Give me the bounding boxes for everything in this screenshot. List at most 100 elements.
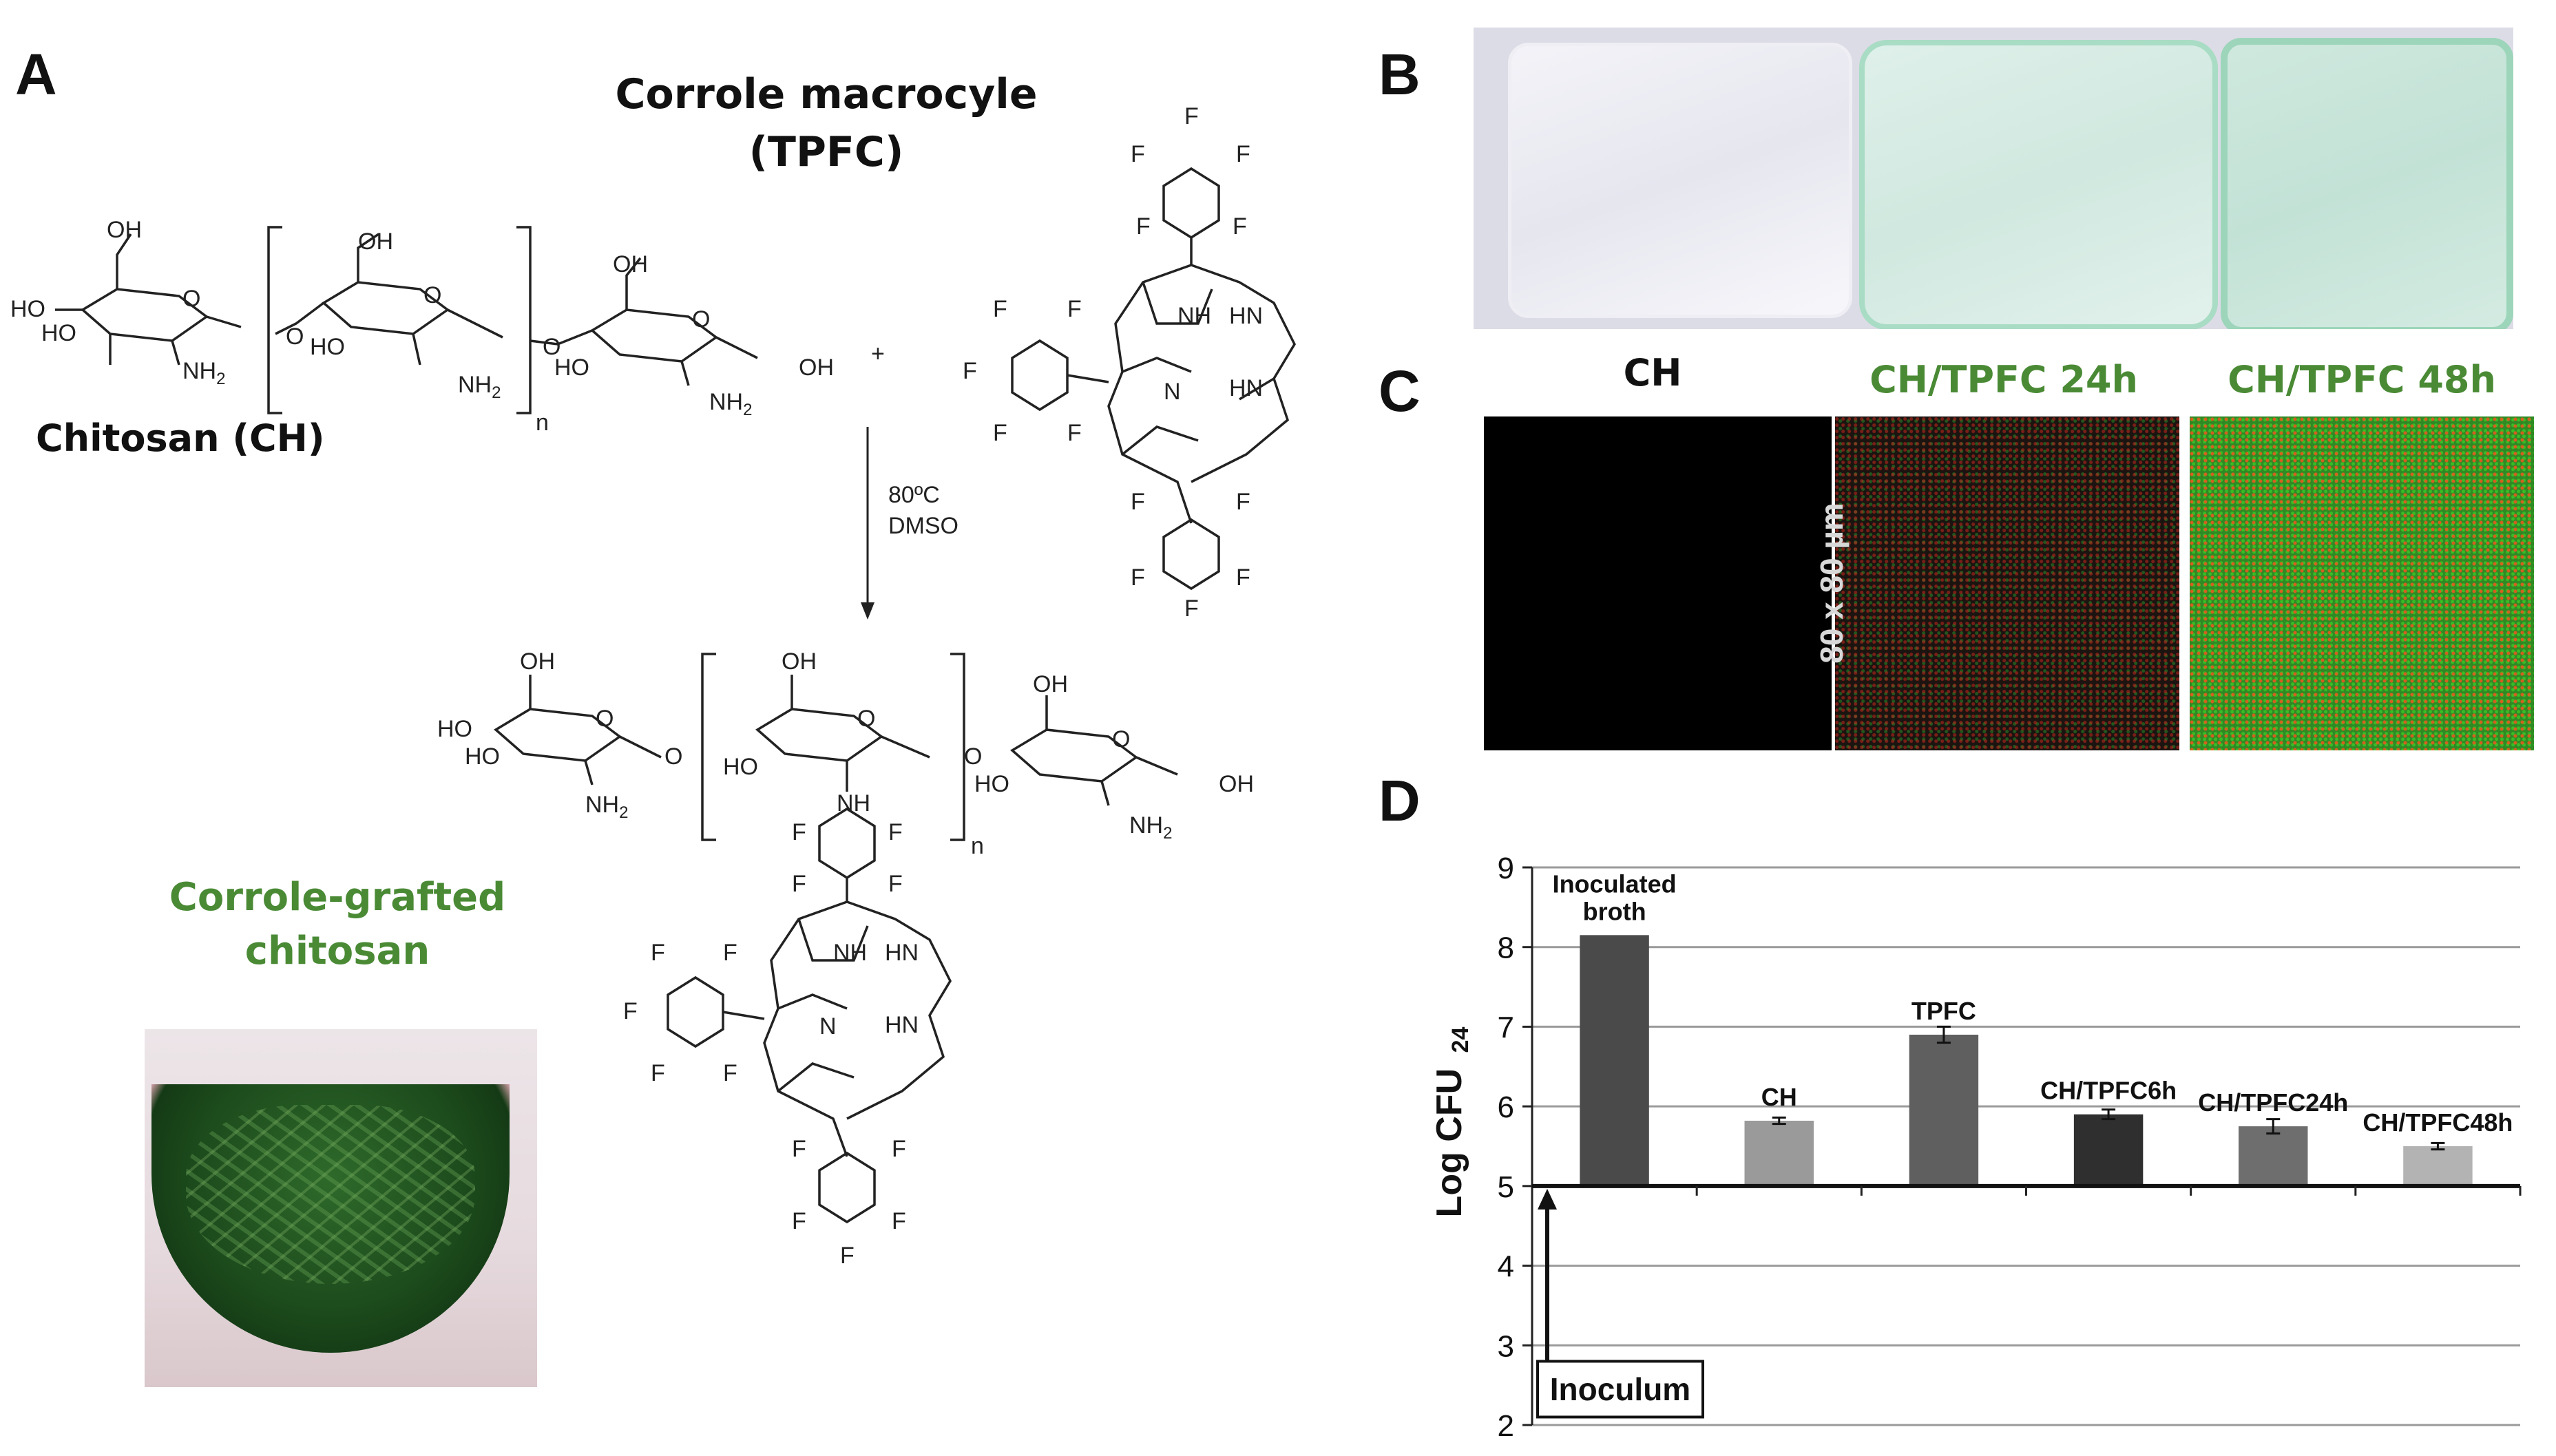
film-ch-tpfc-24h <box>1859 40 2218 329</box>
bar-0 <box>1580 935 1649 1186</box>
prod-f-11: F <box>892 1136 906 1162</box>
f-atom-15: F <box>1184 595 1199 620</box>
atom-o-4: O <box>543 334 561 360</box>
bar-label-2: TPFC <box>1911 997 1976 1025</box>
product-title-line2: chitosan <box>244 929 430 974</box>
hn-atom-1: HN <box>1229 303 1263 329</box>
f-atom-9: F <box>993 420 1007 446</box>
prod-f-10: F <box>792 1136 806 1162</box>
atom-oh-2: OH <box>358 229 393 255</box>
prod-nh2-1: NH2 <box>585 792 628 822</box>
reaction-solvent: DMSO <box>888 513 958 539</box>
panel-c-header-24h: CH/TPFC 24h <box>1869 358 2138 401</box>
reaction-temperature: 80ºC <box>888 482 940 508</box>
prod-oh-2: OH <box>782 648 817 675</box>
product-title: Corrole-grafted chitosan <box>138 871 537 979</box>
prod-oh-4: OH <box>1219 771 1254 797</box>
atom-o-2: O <box>286 324 304 350</box>
product-structure: OH HO HO O NH2 O OH O HO NH n O OH HO O … <box>437 648 1254 1269</box>
prod-ho-1: HO <box>437 716 472 742</box>
bar-2 <box>1909 1035 1979 1186</box>
inoculum-box <box>1536 1360 1704 1419</box>
y-tick-label-9: 9 <box>1498 852 1514 885</box>
f-atom-4: F <box>1136 213 1151 240</box>
panel-c-header-48h: CH/TPFC 48h <box>2228 358 2496 401</box>
bar-label-4: CH/TPFC24h <box>2198 1088 2348 1117</box>
f-atom-6: F <box>993 296 1007 322</box>
inoculum-annotation: Inoculum <box>1536 1188 1704 1419</box>
scale-bar-label: 80 x 80 µm <box>1814 503 1850 664</box>
prod-f-1: F <box>792 819 806 845</box>
y-tick-label-7: 7 <box>1498 1011 1514 1044</box>
micrograph-ch <box>1484 416 1832 750</box>
f-atom-3: F <box>1236 141 1250 167</box>
f-atom-5: F <box>1233 213 1247 240</box>
f-atom-12: F <box>1236 489 1250 515</box>
panel-c-header-ch: CH <box>1623 351 1682 394</box>
y-tick-label-4: 4 <box>1498 1250 1514 1284</box>
bar-label-3: CH/TPFC6h <box>2040 1077 2177 1105</box>
prod-ho-2: HO <box>465 743 500 770</box>
prod-f-6: F <box>723 940 737 966</box>
chart-y-axis-label-main: Log CFU <box>1429 1068 1469 1218</box>
prod-repeat-n: n <box>971 833 984 859</box>
micrograph-ch-tpfc-24h <box>1835 416 2179 750</box>
y-tick-label-5: 5 <box>1498 1170 1514 1204</box>
f-atom-11: F <box>1131 489 1145 515</box>
reaction-arrow: 80ºC DMSO <box>861 427 958 620</box>
prod-f-3: F <box>792 871 806 897</box>
plus-sign: + <box>871 341 885 367</box>
prod-hn-1: HN <box>885 940 919 966</box>
film-photo <box>1474 28 2513 329</box>
corrole-title-line1: Corrole macrocyle <box>615 70 1038 118</box>
atom-nh2-3: NH2 <box>709 389 752 419</box>
prod-f-14: F <box>840 1243 855 1269</box>
panel-label-d: D <box>1379 768 1421 833</box>
chart-axes <box>1531 867 2522 1425</box>
atom-oh-1: OH <box>107 217 142 243</box>
f-atom-1: F <box>1184 103 1199 129</box>
bar-3 <box>2073 1114 2144 1186</box>
y-tick-label-6: 6 <box>1498 1090 1514 1124</box>
y-tick-label-2: 2 <box>1498 1409 1514 1443</box>
f-atom-2: F <box>1131 141 1145 167</box>
corrole-title: Corrole macrocyle (TPFC) <box>592 65 1060 181</box>
atom-o-3: O <box>423 282 441 308</box>
f-atom-10: F <box>1067 420 1082 446</box>
chart-bars <box>1580 935 2473 1186</box>
atom-ho-2: HO <box>41 320 76 346</box>
chart-y-axis-label-sub: 24 <box>1447 1026 1474 1053</box>
chart-gridlines <box>1532 866 2520 1426</box>
bar-5 <box>2403 1146 2473 1186</box>
prod-f-13: F <box>892 1208 906 1234</box>
prod-nh-2: NH <box>833 940 867 966</box>
prod-o-3: O <box>857 706 875 732</box>
atom-nh2-1: NH2 <box>182 358 225 388</box>
prod-f-9: F <box>723 1060 737 1086</box>
bar-label-1: CH <box>1761 1083 1797 1111</box>
chart-y-axis-label: Log CFU 24 <box>1429 1026 1474 1217</box>
micrograph-ch-tpfc-48h <box>2190 416 2534 750</box>
n-atom-1: N <box>1164 379 1181 405</box>
chitosan-label: Chitosan (CH) <box>36 416 325 460</box>
atom-oh-3: OH <box>613 251 648 277</box>
atom-o-1: O <box>182 286 200 312</box>
f-atom-14: F <box>1236 565 1250 591</box>
prod-ho-4: HO <box>974 771 1009 797</box>
tpfc-structure: F F F F F NH HN N HN F F F F F F F F F F <box>963 103 1296 620</box>
prod-oh-1: OH <box>520 648 555 675</box>
hn-atom-2: HN <box>1229 375 1263 401</box>
panel-label-a: A <box>15 42 57 107</box>
atom-ho-4: HO <box>554 355 589 381</box>
prod-o-2: O <box>664 743 682 770</box>
prod-f-12: F <box>792 1208 806 1234</box>
f-atom-8: F <box>963 358 977 384</box>
prod-nh-1: NH <box>837 790 870 816</box>
y-tick-label-3: 3 <box>1498 1329 1514 1363</box>
prod-o-1: O <box>596 706 614 732</box>
chart-error-bars <box>1772 1025 2445 1151</box>
